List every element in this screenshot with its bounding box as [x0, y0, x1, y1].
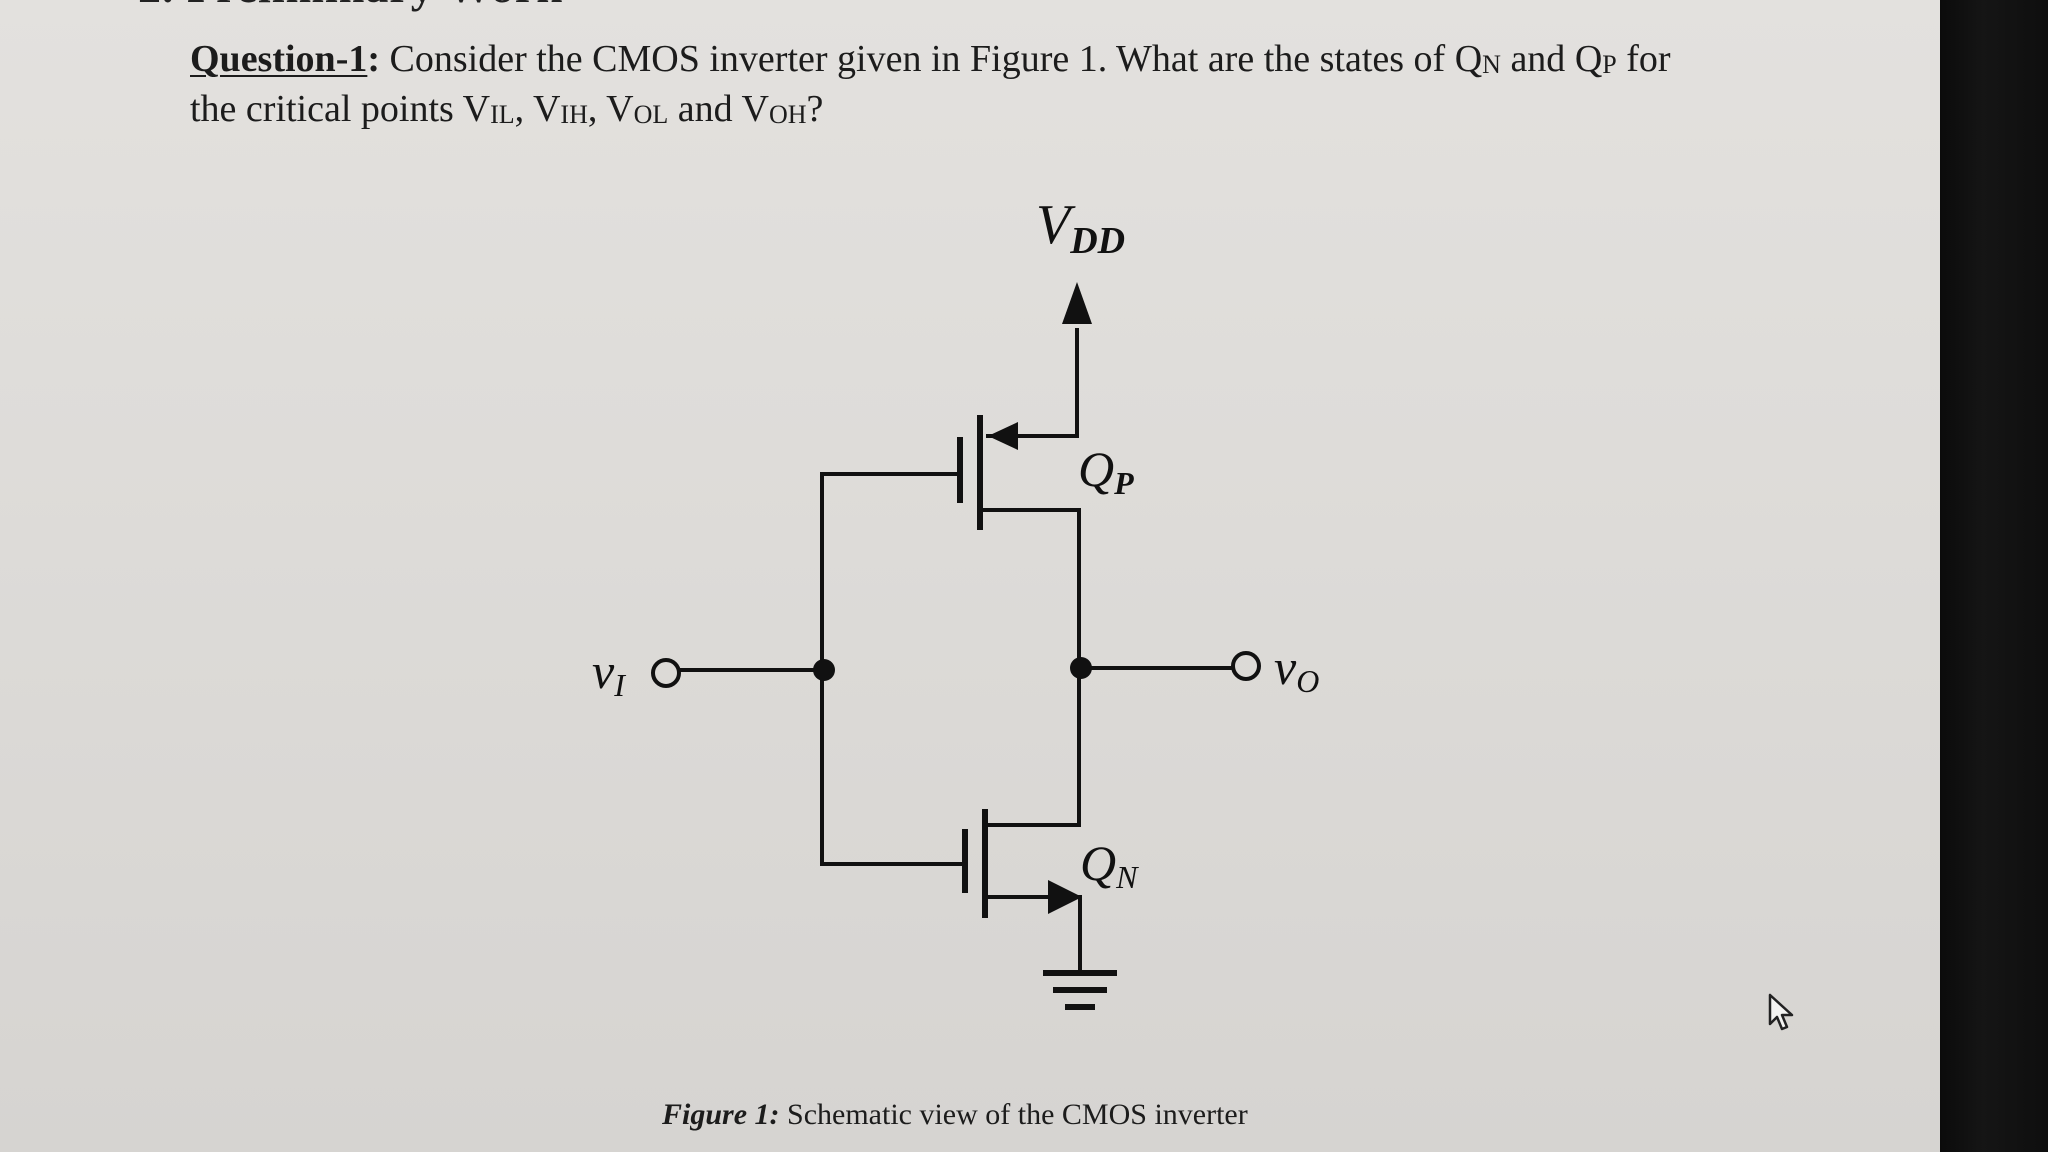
question-text-part: Consider the CMOS inverter given in Figu…: [389, 38, 1455, 80]
monitor-bezel: [1940, 0, 2048, 1152]
output-junction-dot: [1070, 657, 1092, 679]
cmos-inverter-schematic: VDD QP QN vI vO: [0, 0, 1940, 1152]
figure-caption: Figure 1: Schematic view of the CMOS inv…: [662, 1098, 1248, 1132]
nmos-arrow-icon: [1048, 880, 1082, 914]
qn-label: QN: [1080, 835, 1139, 895]
qp-label: QP: [1078, 441, 1134, 501]
vol-symbol: VOL: [606, 88, 669, 130]
mouse-pointer-icon: [1768, 993, 1794, 1031]
question-text-part: and: [1500, 38, 1575, 80]
question-text-part: for the critical points: [190, 38, 1671, 130]
vil-symbol: VIL: [462, 88, 515, 130]
qp-symbol: QP: [1574, 38, 1617, 80]
input-terminal: [651, 658, 681, 688]
question-label-separator: :: [367, 38, 390, 80]
vo-label: vO: [1274, 639, 1319, 699]
question-text: Question-1: Consider the CMOS inverter g…: [190, 36, 1710, 136]
document-screen: 2. Preliminary Work Question-1: Consider…: [0, 0, 1940, 1152]
question-text-part: ,: [587, 88, 607, 130]
question-label: Question-1: [190, 38, 368, 80]
input-junction-dot: [813, 659, 835, 681]
voh-symbol: VOH: [741, 88, 807, 130]
vih-symbol: VIH: [532, 88, 588, 130]
vdd-label: VDD: [1036, 194, 1125, 262]
figure-caption-text: Schematic view of the CMOS inverter: [779, 1098, 1248, 1131]
output-terminal: [1231, 651, 1261, 681]
question-text-part: ,: [514, 88, 533, 130]
vi-label: vI: [592, 643, 626, 703]
pmos-arrow-icon: [988, 422, 1018, 450]
figure-caption-label: Figure 1:: [662, 1098, 780, 1131]
qn-symbol: QN: [1454, 38, 1501, 80]
question-text-part: ?: [806, 88, 824, 130]
question-text-part: and: [668, 88, 742, 130]
vdd-arrow-icon: [1062, 282, 1092, 324]
section-heading-cut-off: 2. Preliminary Work: [138, 0, 563, 13]
